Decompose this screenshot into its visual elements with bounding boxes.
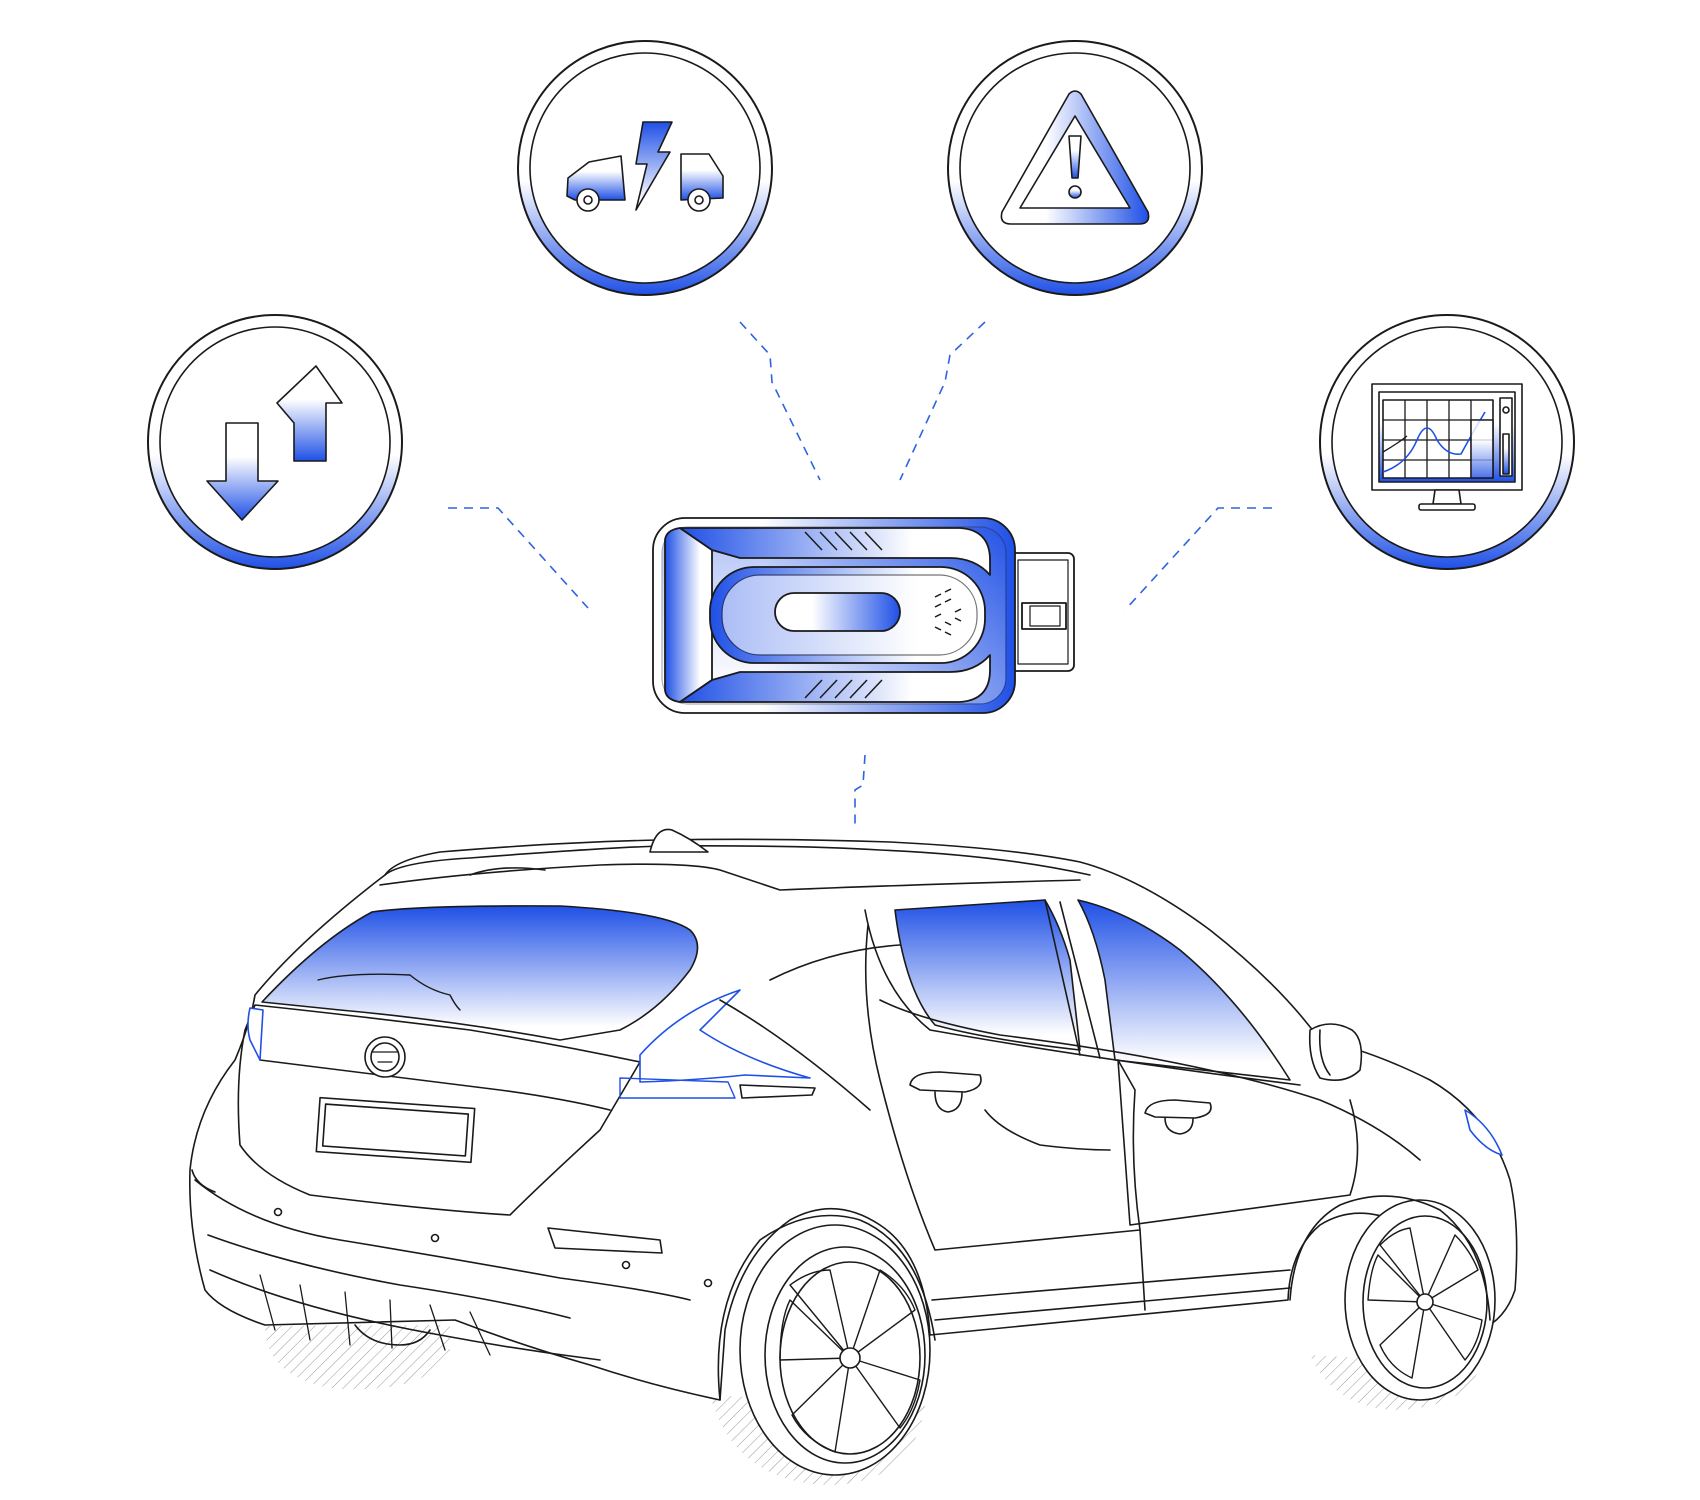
front-headlight [1464, 1109, 1503, 1156]
rear-left-taillight [247, 1007, 264, 1061]
connector-data-transfer [448, 507, 589, 609]
roof-spoiler [379, 863, 1081, 891]
hatchback-car-icon [188, 828, 1518, 1485]
data-transfer-badge [147, 314, 403, 570]
connector-warning [899, 321, 986, 481]
rear-wheel-shadow [265, 1325, 450, 1390]
front-door [1117, 1059, 1359, 1226]
front-left-wheel [739, 1224, 931, 1476]
rear-door-handle [909, 1071, 982, 1093]
connector-diagnostics [1124, 507, 1272, 611]
diagnostics-badge [1319, 314, 1575, 570]
side-mirror [1308, 1023, 1363, 1081]
rear-window [261, 905, 699, 1041]
collision-badge [517, 40, 773, 296]
rear-bumper [194, 1179, 691, 1301]
obd-dongle-icon [652, 517, 1075, 714]
warning-triangle-icon [1000, 90, 1150, 225]
front-right-wheel [1344, 1199, 1496, 1401]
connector-lines [448, 321, 1272, 830]
warning-badge [947, 40, 1203, 296]
front-side-window [1077, 899, 1291, 1081]
arrows-up-down-icon [206, 365, 343, 521]
rear-right-taillight [639, 989, 811, 1083]
front-door-handle [1144, 1099, 1212, 1119]
rear-door [864, 924, 1141, 1251]
tailgate [237, 1004, 641, 1216]
shark-fin-antenna [649, 828, 709, 853]
connector-collision [739, 321, 821, 481]
rear-side-window [894, 899, 1081, 1051]
monitor-chart-icon [1371, 383, 1523, 511]
connector-vehicle [854, 754, 866, 830]
car-collision-icon [566, 121, 724, 212]
license-plate [315, 1096, 476, 1164]
